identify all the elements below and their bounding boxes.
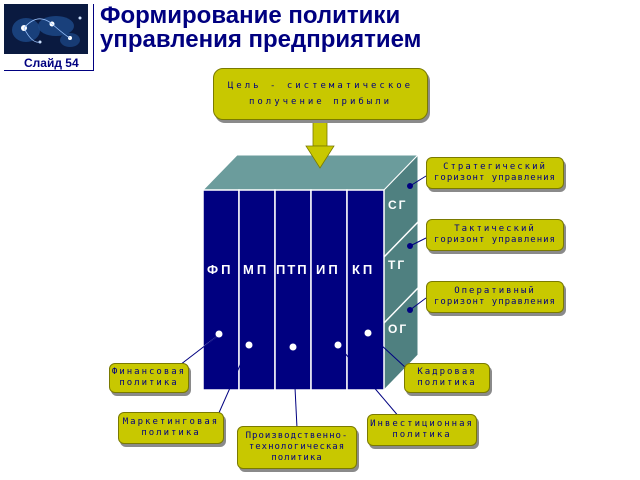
column-label-ptp: ПТП bbox=[276, 262, 309, 277]
dot-ip bbox=[334, 341, 342, 349]
dot-tg bbox=[407, 243, 413, 249]
callout-operational-horizon: Оперативный горизонт управления bbox=[426, 281, 564, 313]
horizon-tg-line-1: Тактический bbox=[454, 224, 536, 234]
connector-ptp bbox=[292, 346, 298, 429]
policy-fp-line-2: политика bbox=[119, 378, 179, 388]
horizon-sg-line-1: Стратегический bbox=[443, 162, 547, 172]
column-ip bbox=[310, 189, 348, 391]
connector-og bbox=[409, 297, 427, 311]
callout-strategic-horizon: Стратегический горизонт управления bbox=[426, 157, 564, 189]
title-line-1: Формирование политики bbox=[100, 2, 401, 29]
column-fp bbox=[202, 189, 240, 391]
block-top-face bbox=[201, 154, 420, 191]
policy-mp-line-2: политика bbox=[141, 428, 201, 438]
title-line-2: управления предприятием bbox=[100, 26, 422, 53]
policy-ptp-line-2: технологическая bbox=[248, 442, 346, 452]
policy-kp-line-2: политика bbox=[417, 378, 477, 388]
side-label-sg: СГ bbox=[388, 198, 408, 212]
callout-tactical-horizon: Тактический горизонт управления bbox=[426, 219, 564, 251]
horizon-og-line-2: горизонт управления bbox=[434, 297, 556, 307]
dot-kp bbox=[364, 329, 372, 337]
connector-sg bbox=[409, 175, 427, 187]
connector-kp bbox=[367, 332, 407, 369]
policy-kp-line-1: Кадровая bbox=[417, 367, 477, 377]
dot-fp bbox=[215, 330, 223, 338]
policy-mp-line-1: Маркетинговая bbox=[122, 417, 220, 427]
column-kp bbox=[346, 189, 385, 391]
connector-fp-line bbox=[175, 334, 220, 369]
side-divider-1 bbox=[383, 221, 419, 258]
slide-number: Слайд 54 bbox=[24, 56, 79, 70]
callout-financial-policy: Финансовая политика bbox=[109, 363, 189, 393]
horizon-tg-line-2: горизонт управления bbox=[434, 235, 556, 245]
dot-mp bbox=[245, 341, 253, 349]
callout-production-policy: Производственно- технологическая политик… bbox=[237, 426, 357, 469]
column-label-mp: МП bbox=[243, 262, 270, 277]
horizon-sg-line-2: горизонт управления bbox=[434, 173, 556, 183]
policy-ip-line-2: политика bbox=[392, 430, 452, 440]
header-divider-horizontal bbox=[4, 70, 94, 71]
policy-ip-line-1: Инвестиционная bbox=[370, 419, 474, 429]
goal-arrow-shaft bbox=[312, 119, 328, 147]
goal-line-1: Цель - систематическое bbox=[227, 81, 414, 91]
header-divider-vertical bbox=[93, 4, 94, 70]
column-label-fp: ФП bbox=[207, 262, 234, 277]
column-mp bbox=[238, 189, 276, 391]
goal-arrow-head bbox=[305, 145, 335, 169]
block-side-face bbox=[383, 153, 419, 392]
callout-investment-policy: Инвестиционная политика bbox=[367, 414, 477, 446]
side-divider-2 bbox=[383, 287, 419, 324]
column-label-kp: КП bbox=[352, 262, 376, 277]
connector-ip bbox=[337, 344, 401, 419]
goal-line-2: получение прибыли bbox=[248, 97, 393, 107]
policy-fp-line-1: Финансовая bbox=[111, 367, 187, 377]
horizon-og-line-1: Оперативный bbox=[454, 286, 536, 296]
side-label-og: ОГ bbox=[388, 322, 409, 336]
dot-og bbox=[407, 307, 413, 313]
logo-image bbox=[4, 4, 88, 54]
policy-ptp-line-1: Производственно- bbox=[245, 431, 349, 441]
column-label-ip: ИП bbox=[316, 262, 341, 277]
side-label-tg: ТГ bbox=[388, 258, 407, 272]
goal-callout: Цель - систематическое получение прибыли bbox=[213, 68, 428, 120]
connector-mp bbox=[217, 344, 250, 416]
callout-marketing-policy: Маркетинговая политика bbox=[118, 412, 224, 444]
policy-ptp-line-3: политика bbox=[271, 453, 323, 463]
dot-sg bbox=[407, 183, 413, 189]
column-ptp bbox=[274, 189, 312, 391]
dot-ptp bbox=[289, 343, 297, 351]
callout-hr-policy: Кадровая политика bbox=[404, 363, 490, 393]
page-title: Формирование политики управления предпри… bbox=[100, 4, 630, 52]
